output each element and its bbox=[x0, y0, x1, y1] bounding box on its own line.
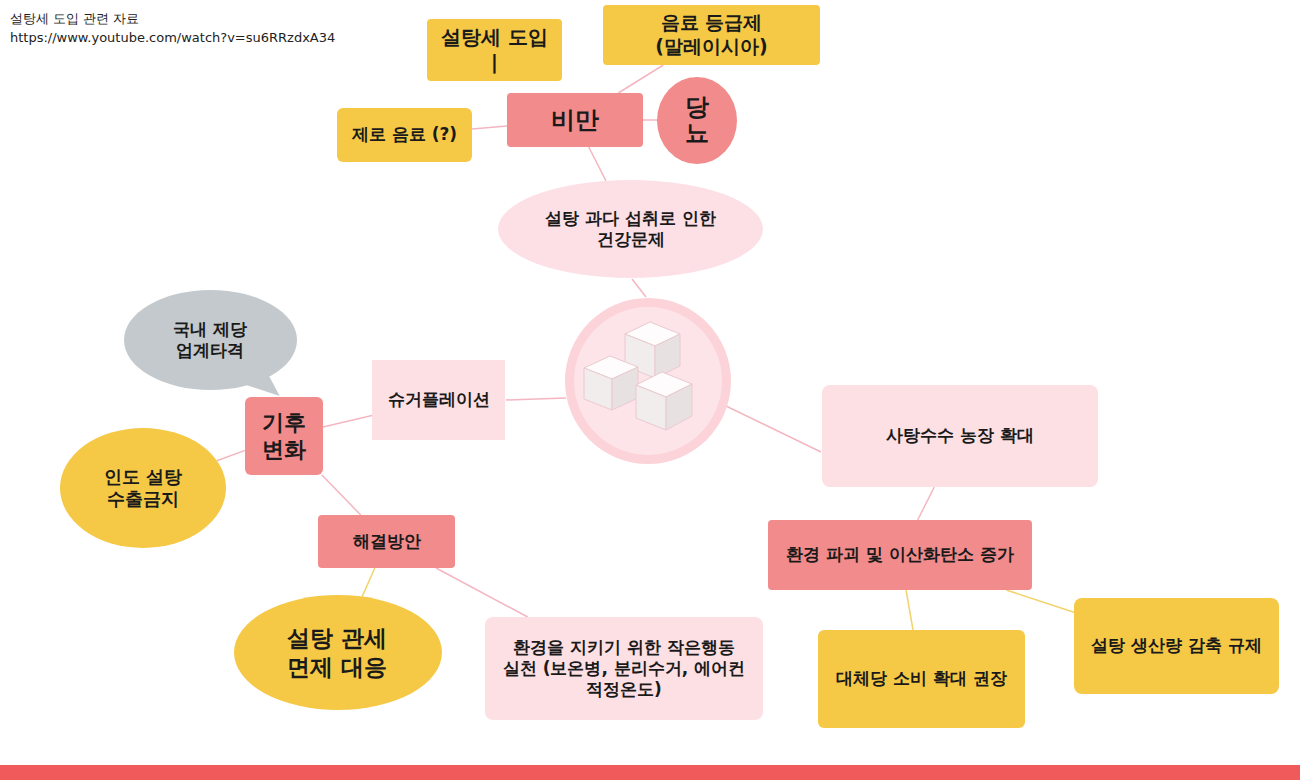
connector-line bbox=[322, 475, 361, 515]
node-text: 환경 파괴 및 이산화탄소 증가 bbox=[786, 544, 1014, 565]
connector-line bbox=[436, 568, 528, 617]
topic-box: 제로 음료 (?) bbox=[337, 108, 472, 162]
node-text: 사탕수수 농장 확대 bbox=[886, 425, 1034, 446]
node-text: 제로 음료 (?) bbox=[352, 124, 457, 145]
node-text: 환경을 지키기 위한 작은행동 실천 (보온병, 분리수거, 에어컨 적정온도) bbox=[499, 637, 749, 701]
node-text: 대체당 소비 확대 권장 bbox=[836, 668, 1007, 689]
sugar-cube-icon bbox=[565, 298, 731, 464]
node-text: 설탕 관세 면제 대응 bbox=[270, 624, 405, 682]
leader-line bbox=[726, 406, 821, 452]
connector-line bbox=[217, 450, 245, 460]
node-text: 설탕세 도입 | bbox=[439, 25, 551, 75]
connector-line bbox=[618, 65, 663, 93]
node-outline bbox=[234, 595, 442, 710]
leader-line bbox=[506, 398, 566, 400]
connector-line bbox=[1006, 590, 1074, 612]
topic-box: 환경을 지키기 위한 작은행동 실천 (보온병, 분리수거, 에어컨 적정온도) bbox=[485, 617, 763, 720]
node-text: 음료 등급제 (말레이시아) bbox=[632, 11, 792, 59]
topic-box: 설탕 생산량 감축 규제 bbox=[1074, 598, 1279, 694]
connector-line bbox=[472, 126, 507, 129]
topic-box: 음료 등급제 (말레이시아) bbox=[603, 5, 820, 65]
connector-line bbox=[643, 120, 657, 121]
node-text: 설탕 과다 섭취로 인한 건강문제 bbox=[543, 208, 718, 251]
topic-ellipse: 당 뇨 bbox=[657, 77, 737, 164]
connector-line bbox=[323, 415, 372, 426]
topic-box: 해결방안 bbox=[318, 515, 455, 568]
connector-line bbox=[589, 147, 606, 181]
topic-box: 사탕수수 농장 확대 bbox=[822, 385, 1098, 487]
topic-box: 기후 변화 bbox=[245, 397, 323, 475]
topic-box: 대체당 소비 확대 권장 bbox=[818, 630, 1025, 728]
node-text: 슈거플레이션 bbox=[388, 389, 490, 410]
node-text: 당 뇨 bbox=[682, 94, 712, 147]
bottom-bar bbox=[0, 765, 1300, 780]
node-text: 해결방안 bbox=[353, 531, 421, 552]
node-text: 국내 제당 업계타격 bbox=[155, 319, 265, 362]
speech-bubble: 국내 제당 업계타격 bbox=[124, 290, 297, 390]
node-text: 비만 bbox=[551, 105, 599, 135]
topic-ellipse: 인도 설탕 수출금지 bbox=[60, 428, 226, 548]
note-label: https://www.youtube.com/watch?v=su6RRzdx… bbox=[10, 30, 335, 45]
topic-box: 슈거플레이션 bbox=[372, 360, 505, 440]
connector-line bbox=[362, 568, 375, 597]
node-text: 기후 변화 bbox=[258, 409, 310, 464]
topic-ellipse: 설탕 관세 면제 대응 bbox=[234, 595, 442, 710]
topic-box: 환경 파괴 및 이산화탄소 증가 bbox=[768, 520, 1032, 590]
note-label: 설탕세 도입 관련 자료 bbox=[10, 10, 139, 28]
topic-ellipse: 설탕 과다 섭취로 인한 건강문제 bbox=[498, 180, 763, 278]
node-text: 인도 설탕 수출금지 bbox=[91, 466, 196, 511]
node-text: 설탕 생산량 감축 규제 bbox=[1091, 635, 1262, 656]
leader-line bbox=[632, 279, 646, 297]
connector-line bbox=[906, 590, 913, 630]
connector-line bbox=[918, 487, 935, 520]
topic-box: 비만 bbox=[507, 93, 643, 147]
topic-box: 설탕세 도입 | bbox=[427, 19, 562, 81]
